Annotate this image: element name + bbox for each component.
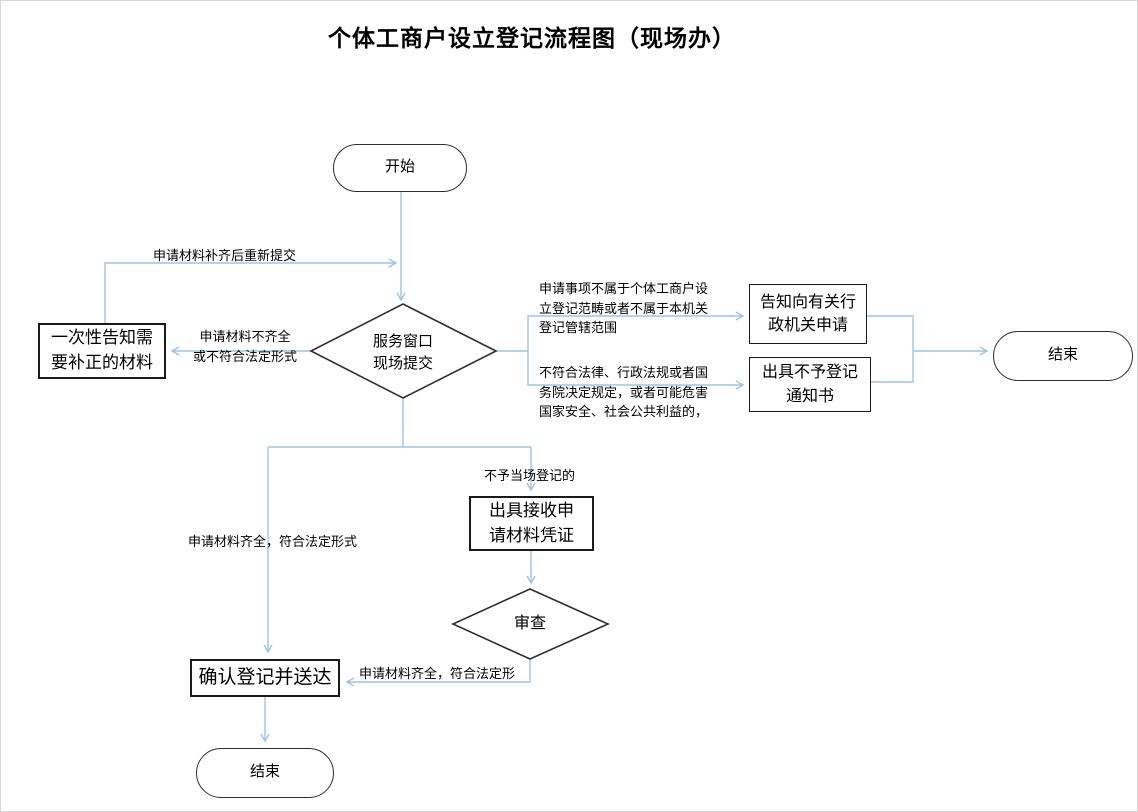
edge-to-notify-authority (527, 311, 745, 351)
receipt-node: 出具接收申 请材料凭证 (469, 496, 594, 551)
edge-label-resubmit: 申请材料补齐后重新提交 (153, 248, 297, 263)
page-title: 个体工商户设立登记流程图（现场办） (328, 26, 736, 51)
edge-resubmit-loop (104, 258, 398, 323)
edge-label-illegal: 不符合法律、行政法规或者国 务院决定规定，或者可能危害 国家安全、社会公共利益的… (539, 365, 709, 419)
notify-correction-node: 一次性告知需 要补正的材料 (38, 323, 166, 379)
confirm-delivery-node: 确认登记并送达 (190, 659, 340, 697)
edge-authority-merge (867, 315, 914, 383)
edge-label-review-pass: 申请材料齐全，符合法定形 (359, 666, 516, 681)
edge-label-not-in-scope: 申请事项不属于个体工商户设 立登记范畴或者不属于本机关 登记管辖范围 (539, 281, 709, 335)
review-decision-shape (451, 588, 610, 660)
edge-label-not-onsite-registration: 不予当场登记的 (484, 468, 576, 483)
review-decision-label: 审查 (513, 615, 546, 632)
rejection-notice-node: 出具不予登记 通知书 (749, 357, 871, 412)
edge-review-to-confirm (345, 659, 531, 687)
start-node: 开始 (333, 144, 467, 192)
submit-decision-label: 服务窗口 现场提交 (372, 333, 433, 373)
edge-label-complete-materials: 申请材料齐全，符合法定形式 (188, 534, 358, 549)
edge-label-incomplete-materials: 申请材料不齐全 或不符合法定形式 (192, 329, 297, 364)
submit-decision-shape (309, 303, 498, 399)
notify-authority-node: 告知向有关行 政机关申请 (749, 284, 867, 344)
edge-to-rejection-notice (527, 351, 745, 390)
end-node-right: 结束 (993, 331, 1133, 381)
end-node-bottom: 结束 (196, 748, 334, 798)
